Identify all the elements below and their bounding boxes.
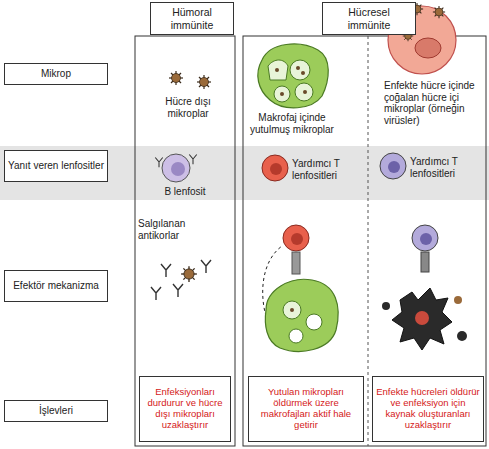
illustration-label: Yardımcı T lenfositleri	[410, 156, 486, 179]
column-header: Hücresel immünite	[322, 2, 416, 35]
row-label: Mikrop	[4, 63, 108, 85]
illustration-label: Hücre dışı mikroplar	[148, 96, 228, 119]
row-band	[0, 146, 489, 200]
node-text: Hümoral immünite	[154, 6, 230, 30]
cytotoxic-killing	[382, 225, 467, 350]
node-text: Yutulan mikropları öldürmek üzere makrof…	[252, 387, 360, 431]
node-text: Enfekte hücreleri öldürür ve enfeksiyon …	[376, 387, 480, 431]
b-lymphocyte	[155, 154, 197, 182]
node-text: Hücresel immünite	[326, 6, 412, 30]
column-panel	[243, 36, 486, 446]
t-cell-activation	[263, 225, 338, 351]
column-header: Hümoral immünite	[150, 2, 234, 35]
node-text: Enfeksiyonları durdurur ve hücre dışı mi…	[143, 387, 227, 431]
node-text: Yanıt veren lenfositler	[8, 160, 104, 172]
column-panel	[135, 36, 235, 446]
helper-t-cell	[262, 155, 288, 181]
illustration-label: B lenfosit	[140, 186, 230, 198]
illustration-label: Makrofaj içinde yutulmuş mikroplar	[246, 112, 338, 135]
function-box: Enfeksiyonları durdurur ve hücre dışı mi…	[139, 376, 231, 442]
node-text: Mikrop	[41, 68, 71, 80]
illustration-label: Yardımcı T lenfositleri	[292, 158, 366, 181]
illustration-label: Enfekte hücre içinde çoğalan hücre içi m…	[384, 80, 486, 126]
row-label: Yanıt veren lenfositler	[4, 150, 108, 182]
macrophage	[258, 44, 328, 108]
function-box: Yutulan mikropları öldürmek üzere makrof…	[248, 376, 364, 442]
illustration-label: Salgılanan antikorlar	[138, 218, 228, 241]
column-divider	[368, 36, 369, 446]
node-text: Efektör mekanizma	[13, 280, 99, 292]
row-label: İşlevleri	[4, 400, 108, 422]
node-text: İşlevleri	[39, 405, 73, 417]
helper-t-cell	[380, 153, 406, 179]
row-label: Efektör mekanizma	[4, 270, 108, 302]
function-box: Enfekte hücreleri öldürür ve enfeksiyon …	[372, 376, 484, 442]
